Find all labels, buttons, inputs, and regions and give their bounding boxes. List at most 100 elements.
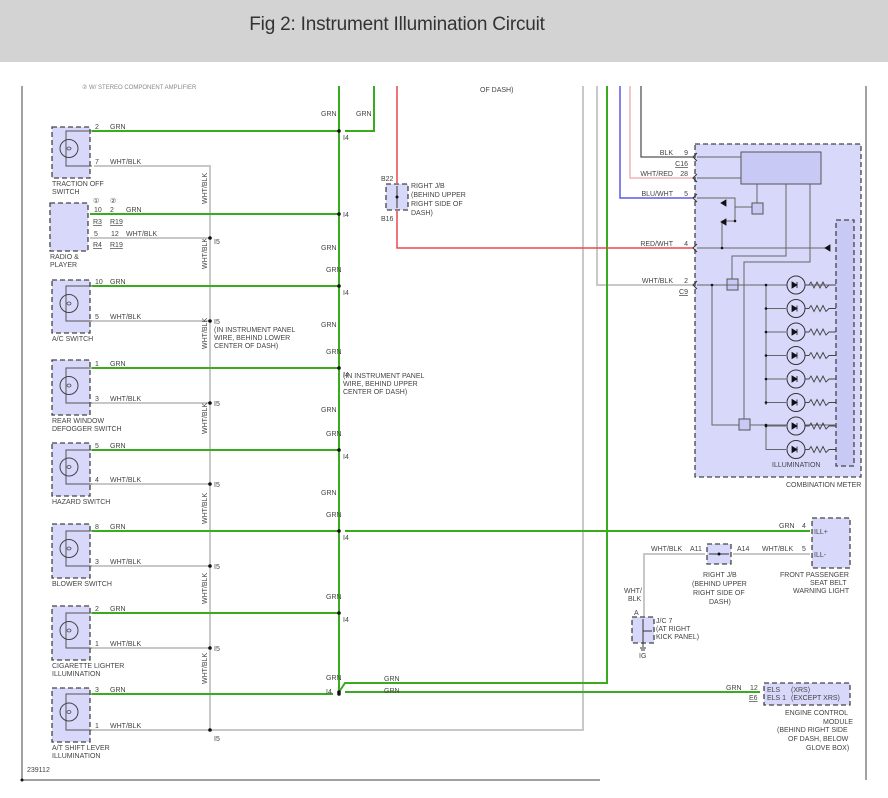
splice-i4: [337, 448, 341, 452]
top-note: ② W/ STEREO COMPONENT AMPLIFIER: [82, 84, 197, 91]
illumination-lamp: [764, 299, 836, 318]
jb-label-line: (BEHIND UPPER: [411, 192, 466, 199]
wire-label: GRN: [126, 207, 142, 214]
connector-pin-icon: [692, 152, 698, 162]
pin-label: 10: [94, 207, 102, 214]
illumination-lamp: [764, 416, 836, 436]
wire-label: GRN: [110, 443, 126, 450]
wire-label: WHT/: [624, 588, 642, 595]
illumination-lamp: [764, 369, 836, 389]
jb-label-line: RIGHT J/B: [411, 183, 445, 190]
splice-i5: [208, 319, 212, 323]
top-note-dash: OF DASH): [480, 87, 513, 94]
pin-label: 4: [95, 477, 99, 484]
vertical-wire-label: WHT/BLK: [202, 493, 209, 524]
switch-name: CIGARETTE LIGHTER: [52, 663, 124, 670]
splice-i4-label: I4: [343, 372, 349, 379]
pin-label: 2: [95, 606, 99, 613]
splice-i4: [337, 366, 341, 370]
splice-i4-label: I4: [343, 617, 349, 624]
switch-name: DEFOGGER SWITCH: [52, 426, 122, 433]
wire-label: GRN: [326, 349, 342, 356]
pin-label: 8: [95, 524, 99, 531]
wire-label: GRN: [321, 245, 337, 252]
lamp-icon: [59, 539, 79, 558]
meter-pin-label: 2: [684, 278, 688, 285]
right-jb-upper: B22 B16 RIGHT J/B (BEHIND UPPER RIGHT SI…: [381, 176, 466, 223]
pin-label: 1: [95, 641, 99, 648]
jb-label-line: DASH): [411, 210, 433, 217]
meter-pin-label: 5: [684, 191, 688, 198]
lamp-icon: [59, 621, 79, 640]
i4-note: (IN INSTRUMENT PANEL WIRE, BEHIND UPPER …: [343, 373, 425, 396]
splice-i4: [337, 129, 341, 133]
vertical-wire-label: WHT/BLK: [202, 653, 209, 684]
meter-pin-label: 28: [680, 171, 688, 178]
splice-i5: [208, 564, 212, 568]
wire-label: GRN: [326, 431, 342, 438]
wire-label: WHT/BLK: [110, 641, 141, 648]
jb-label-line: RIGHT J/B: [703, 572, 737, 579]
splice-i5-label: I5: [214, 319, 220, 326]
right-feed-wires: [338, 86, 810, 693]
connector-label: R4: [93, 242, 102, 249]
wire-label: GRN: [779, 523, 795, 530]
vertical-wire-label: WHT/BLK: [202, 403, 209, 434]
resistor-icon: [805, 421, 836, 431]
wire-label: GRN: [110, 606, 126, 613]
illumination-label: ILLUMINATION: [772, 462, 821, 469]
switch-name: A/T SHIFT LEVER: [52, 745, 110, 752]
splice-i4-label: I4: [326, 689, 332, 696]
connector-pin-icon: [692, 193, 698, 203]
engine-control-module: GRN 12 E6 ELS (XRS) ELS 1 (EXCEPT XRS) E…: [726, 682, 853, 752]
resistor-icon: [805, 445, 836, 454]
wire-label: GRN: [726, 685, 742, 692]
grn-bus-label-2: GRN: [356, 111, 372, 118]
connector-label: R3: [93, 219, 102, 226]
wire-label: WHT/BLK: [762, 546, 793, 553]
switch-name: SWITCH: [52, 189, 80, 196]
wire-label: GRN: [110, 124, 126, 131]
terminal-ill-plus: ILL+: [814, 529, 828, 536]
wire-label: WHT/BLK: [110, 559, 141, 566]
wire-label: GRN: [326, 512, 342, 519]
figure-header: Fig 2: Instrument Illumination Circuit: [0, 0, 888, 62]
illumination-lamp: [764, 346, 836, 365]
seat-belt-label: FRONT PASSENGER: [780, 572, 849, 579]
i5-note-line: CENTER OF DASH): [214, 343, 278, 350]
pin-label: 3: [95, 396, 99, 403]
wire-label: GRN: [326, 267, 342, 274]
pin-label: 10: [95, 279, 103, 286]
resistor-icon: [805, 280, 836, 290]
splice-i5-label: I5: [214, 564, 220, 571]
pin-a11: A11: [690, 546, 702, 553]
wiring-diagram: ② W/ STEREO COMPONENT AMPLIFIER OF DASH)…: [20, 84, 867, 782]
wire-label: GRN: [110, 687, 126, 694]
wire-label: GRN: [110, 361, 126, 368]
splice-i4-label: I4: [343, 535, 349, 542]
junction-connector-jc7: WHT/ BLK A J/C 7 (AT RIGHT KICK PANEL) I…: [624, 588, 699, 660]
wire-label: BLK: [628, 596, 642, 603]
ecm-label-line: GLOVE BOX): [806, 745, 849, 752]
variant-marker: ②: [110, 197, 116, 205]
i4-note-line: WIRE, BEHIND UPPER: [343, 381, 418, 388]
splice-i5: [208, 646, 212, 650]
vertical-wire-label: WHT/BLK: [202, 573, 209, 604]
wire-label: GRN: [326, 675, 342, 682]
wire-label: GRN: [326, 594, 342, 601]
splice-i5-label: I5: [214, 401, 220, 408]
pin-label: 12: [111, 231, 119, 238]
connector-label: R19: [110, 219, 123, 226]
splice-i5-label: I5: [214, 646, 220, 653]
switch-name: ILLUMINATION: [52, 753, 101, 760]
pin-label: 1: [95, 723, 99, 730]
connector-pin-icon: [692, 280, 698, 290]
ecm-label-line: OF DASH, BELOW: [788, 736, 849, 743]
splice-i4: [337, 611, 341, 615]
combination-meter-label: COMBINATION METER: [786, 482, 861, 489]
lamp-icon: [59, 294, 79, 313]
